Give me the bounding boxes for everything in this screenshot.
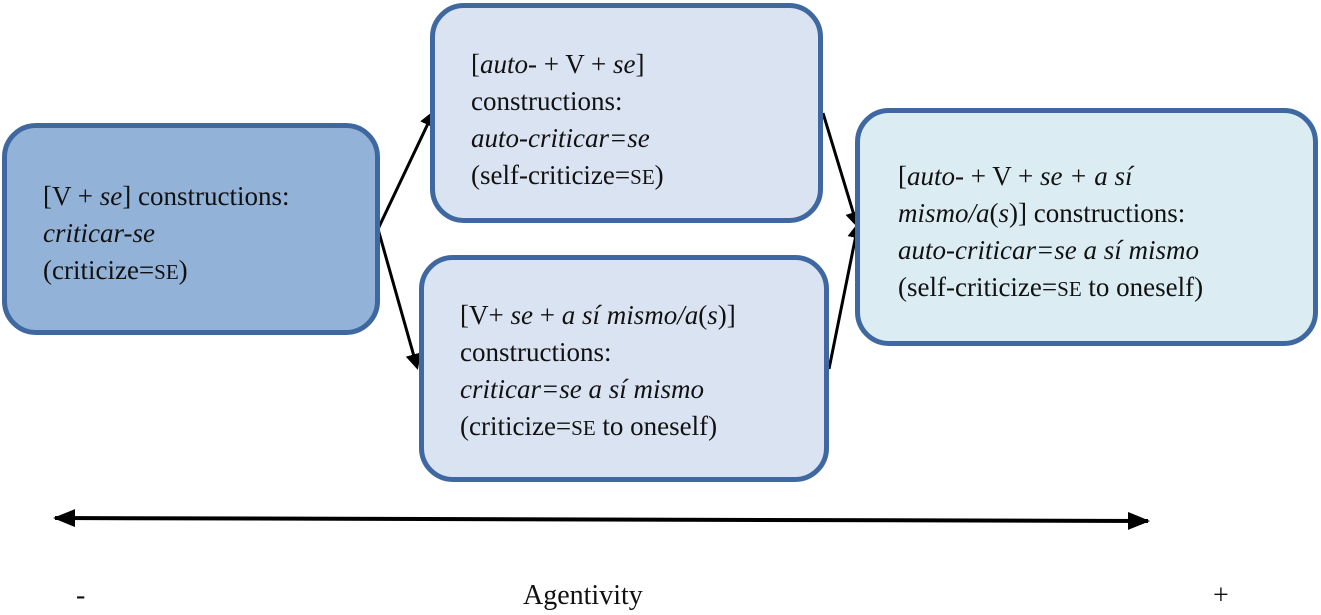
box-a-example: criticar-se xyxy=(43,215,375,252)
box-d-example: auto-criticar=se a sí mismo xyxy=(898,232,1313,269)
box-v-se-constructions: [V + se] constructions: criticar-se (cri… xyxy=(2,123,380,335)
axis-minus-label: - xyxy=(76,580,86,611)
text: [ xyxy=(471,49,480,79)
box-b-line1: [auto- + V + se] xyxy=(471,46,818,83)
small-caps-text: SE xyxy=(1057,277,1082,301)
box-c-example: criticar=se a sí mismo xyxy=(460,371,824,408)
text: ] constructions: xyxy=(122,181,290,211)
small-caps-text: SE xyxy=(630,165,655,189)
text: - + V + xyxy=(955,161,1040,191)
text-italic: a sí mismo/a xyxy=(561,300,699,330)
text: (self-criticize= xyxy=(898,272,1058,302)
box-c-line1: [V+ se + a sí mismo/a(s)] xyxy=(460,297,824,334)
box-auto-v-se-a-si-mismo-constructions: [auto- + V + se + a sí mismo/a(s)] const… xyxy=(855,108,1318,346)
box-b-gloss: (self-criticize=SE) xyxy=(471,157,818,196)
box-d-line2: mismo/a(s)] constructions: xyxy=(898,195,1313,232)
axis-plus-label: + xyxy=(1213,580,1229,611)
box-d-gloss: (self-criticize=SE to oneself) xyxy=(898,269,1313,308)
text-italic: auto xyxy=(907,161,956,191)
box-a-gloss: (criticize=SE) xyxy=(43,252,375,291)
box-auto-v-se-constructions: [auto- + V + se] constructions: auto-cri… xyxy=(430,3,823,223)
text: ( xyxy=(989,198,999,228)
text: to oneself) xyxy=(1081,272,1204,302)
text: ) xyxy=(178,255,188,285)
box-c-line2: constructions: xyxy=(460,337,612,367)
arrow-a-to-c xyxy=(376,228,422,370)
text-italic: se xyxy=(510,300,533,330)
text: ) xyxy=(654,160,664,190)
text: - + V + xyxy=(528,49,613,79)
box-a-line1: [V + se] constructions: xyxy=(43,178,375,215)
text-italic: s xyxy=(707,300,718,330)
text: (criticize= xyxy=(460,411,572,441)
text: [V + xyxy=(43,181,100,211)
text: ( xyxy=(698,300,708,330)
text: [ xyxy=(898,161,907,191)
text-italic: se xyxy=(99,181,123,211)
example-text: criticar-se xyxy=(43,218,155,248)
text-italic: se xyxy=(612,49,636,79)
arrow-c-to-d xyxy=(827,222,864,370)
text-italic: se + a sí xyxy=(1039,161,1133,191)
text: )] constructions: xyxy=(1009,198,1186,228)
box-b-line2: constructions: xyxy=(471,86,623,116)
small-caps-text: SE xyxy=(154,260,179,284)
example-text: auto-criticar=se a sí mismo xyxy=(898,235,1199,265)
text: ] xyxy=(635,49,645,79)
text-italic: s xyxy=(998,198,1010,228)
box-b-example: auto-criticar=se xyxy=(471,120,818,157)
arrow-b-to-d xyxy=(821,112,861,228)
agentivity-axis-arrow xyxy=(53,509,1150,530)
text-italic: auto xyxy=(480,49,529,79)
small-caps-text: SE xyxy=(571,416,596,440)
box-c-gloss: (criticize=SE to oneself) xyxy=(460,408,824,447)
text: [V+ xyxy=(460,300,511,330)
text: to oneself) xyxy=(595,411,718,441)
box-v-se-a-si-mismo-constructions: [V+ se + a sí mismo/a(s)] constructions:… xyxy=(419,255,829,482)
example-text: criticar=se a sí mismo xyxy=(460,374,704,404)
text: (self-criticize= xyxy=(471,160,631,190)
text: + xyxy=(532,300,562,330)
axis-agentivity-label: Agentivity xyxy=(523,580,643,611)
example-text: auto-criticar=se xyxy=(471,123,650,153)
box-d-line1: [auto- + V + se + a sí xyxy=(898,158,1313,195)
arrow-a-to-b xyxy=(376,110,435,230)
text-italic: mismo/a xyxy=(898,198,990,228)
text: (criticize= xyxy=(43,255,155,285)
text: )] xyxy=(717,300,736,330)
